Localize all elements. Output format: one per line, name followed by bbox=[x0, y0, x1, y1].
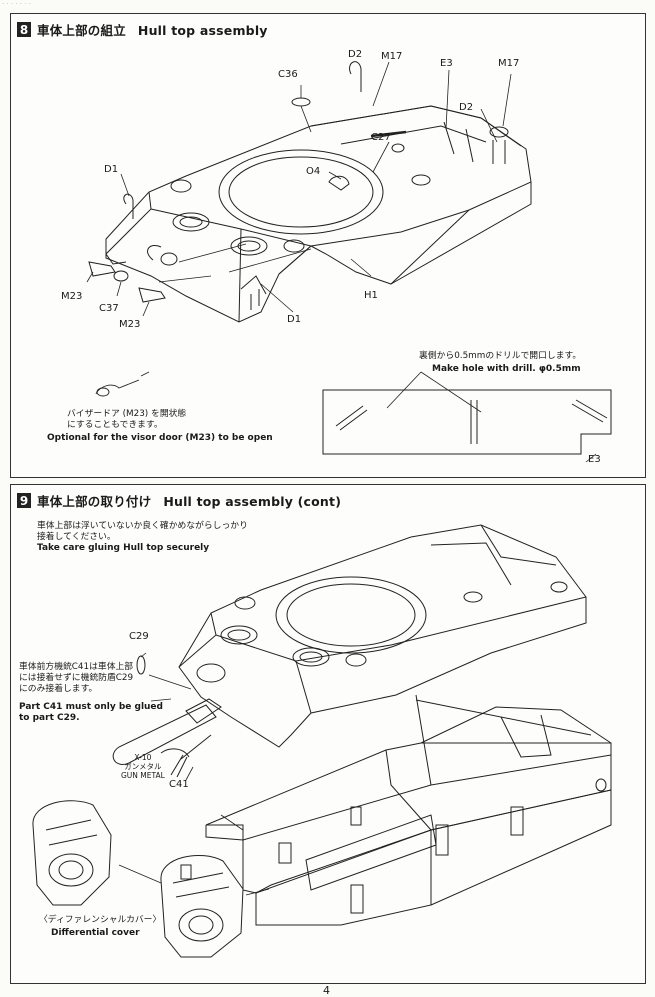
part-label-d2: D2 bbox=[348, 49, 363, 60]
mg-note-jp: 車体前方機銃C41は車体上部 には接着せずに機銃防盾C29 にのみ接着します。 bbox=[19, 662, 134, 694]
step-8-number: 8 bbox=[17, 22, 31, 37]
step-8-title-jp: 車体上部の組立 bbox=[37, 23, 126, 38]
drill-note-jp: 裏側から0.5mmのドリルで開口します。 bbox=[419, 351, 582, 361]
part-label-e3: E3 bbox=[440, 58, 453, 69]
part-label-c37: C37 bbox=[99, 303, 119, 314]
gun-metal-note: X-10 ガンメタル GUN METAL bbox=[121, 753, 165, 780]
part-label-h1: H1 bbox=[364, 290, 378, 301]
part-label-m23: M23 bbox=[61, 291, 83, 302]
drill-note-en: Make hole with drill. φ0.5mm bbox=[432, 364, 581, 374]
part-label-m17: M17 bbox=[498, 58, 520, 69]
part-label-e3: E3 bbox=[588, 454, 601, 465]
glue-note-en: Take care gluing Hull top securely bbox=[37, 543, 210, 553]
hull-top-drawing bbox=[86, 61, 612, 463]
part-label-c36: C36 bbox=[278, 69, 298, 80]
step-8-header: 8 車体上部の組立 Hull top assembly bbox=[17, 20, 268, 39]
step-8-title-en: Hull top assembly bbox=[137, 23, 268, 38]
visor-note-en: Optional for the visor door (M23) to be … bbox=[47, 433, 273, 443]
part-label-c29: C29 bbox=[129, 631, 149, 642]
mg-note-en: Part C41 must only be glued to part C29. bbox=[19, 702, 163, 723]
part-label-d1: D1 bbox=[104, 164, 119, 175]
part-label-c41: C41 bbox=[169, 779, 189, 790]
part-label-m17: M17 bbox=[381, 51, 403, 62]
step-9-panel: 9 車体上部の取り付け Hull top assembly (cont) 車体上部… bbox=[10, 484, 646, 984]
page-number: 4 bbox=[323, 984, 330, 997]
hull-assembly-drawing bbox=[32, 524, 612, 958]
part-label-c27: C27 bbox=[371, 132, 391, 143]
glue-note-jp: 車体上部は浮いていないか良く確かめながらしっかり 接着してください。 bbox=[37, 521, 248, 542]
step-8-panel: 8 車体上部の組立 Hull top assembly bbox=[10, 13, 646, 478]
step-9-number: 9 bbox=[17, 493, 31, 508]
part-label-d2: D2 bbox=[459, 102, 474, 113]
differential-cover-label-en: Differential cover bbox=[51, 928, 140, 938]
visor-note-jp: バイザードア (M23) を開状態 にすることもできます。 bbox=[67, 409, 187, 430]
step-9-title-en: Hull top assembly (cont) bbox=[163, 494, 342, 509]
step-9-header: 9 車体上部の取り付け Hull top assembly (cont) bbox=[17, 491, 341, 510]
part-label-o4: O4 bbox=[306, 166, 321, 177]
step-9-title-jp: 車体上部の取り付け bbox=[37, 494, 152, 509]
part-label-d1: D1 bbox=[287, 314, 302, 325]
corner-watermark: · · · · · · · bbox=[2, 0, 31, 8]
part-label-m23: M23 bbox=[119, 319, 141, 330]
differential-cover-label-jp: 〈ディファレンシャルカバー〉 bbox=[39, 915, 162, 925]
